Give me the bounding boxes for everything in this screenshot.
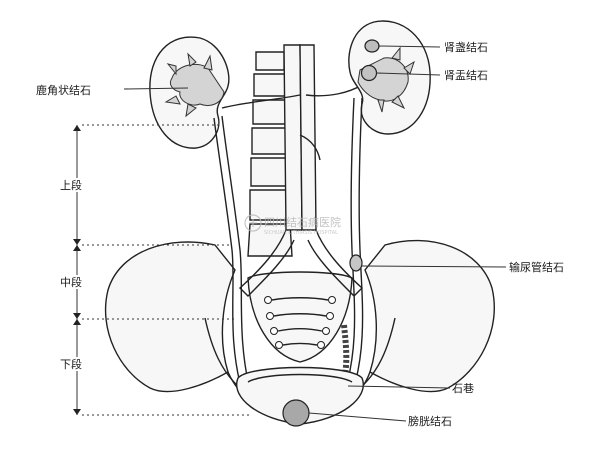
- watermark-cross-icon: [249, 219, 257, 227]
- pelvis-stone: [360, 64, 378, 82]
- watermark-subtitle: SICHUAN LITHIASIS HOSPITAL: [264, 230, 338, 236]
- great-vessels: [221, 44, 364, 297]
- watermark-logo-icon: [244, 214, 262, 232]
- kidney-right-side: [348, 20, 431, 135]
- label-bladder-stone: 膀胱结石: [408, 414, 452, 428]
- hospital-watermark: 四川结石病医院 SICHUAN LITHIASIS HOSPITAL: [244, 214, 341, 236]
- kidney-left-side: [149, 36, 230, 149]
- bladder-stone: [282, 399, 310, 427]
- sacrum: [247, 271, 353, 363]
- label-ureter-stone: 输尿管结石: [509, 260, 564, 274]
- leader-lines: [123, 45, 507, 422]
- label-pelvis-stone: 肾盂结石: [444, 69, 488, 82]
- watermark-name: 四川结石病医院: [264, 215, 341, 229]
- label-calyx-stone: 肾盏结石: [444, 40, 488, 54]
- segment-lower-label: 下段: [60, 357, 82, 371]
- bladder: [236, 366, 364, 427]
- spine: [247, 51, 293, 257]
- label-steinstrasse: 石巷: [452, 382, 474, 395]
- calyx-stone: [364, 39, 380, 53]
- segment-middle-label: 中段: [60, 275, 82, 289]
- label-staghorn-stone: 鹿角状结石: [36, 83, 91, 97]
- pelvis-bone: [104, 239, 495, 421]
- segment-upper-label: 上段: [60, 178, 82, 192]
- ureter-stone: [349, 254, 363, 272]
- ureter-segment-ruler: 上段 中段 下段: [58, 124, 250, 416]
